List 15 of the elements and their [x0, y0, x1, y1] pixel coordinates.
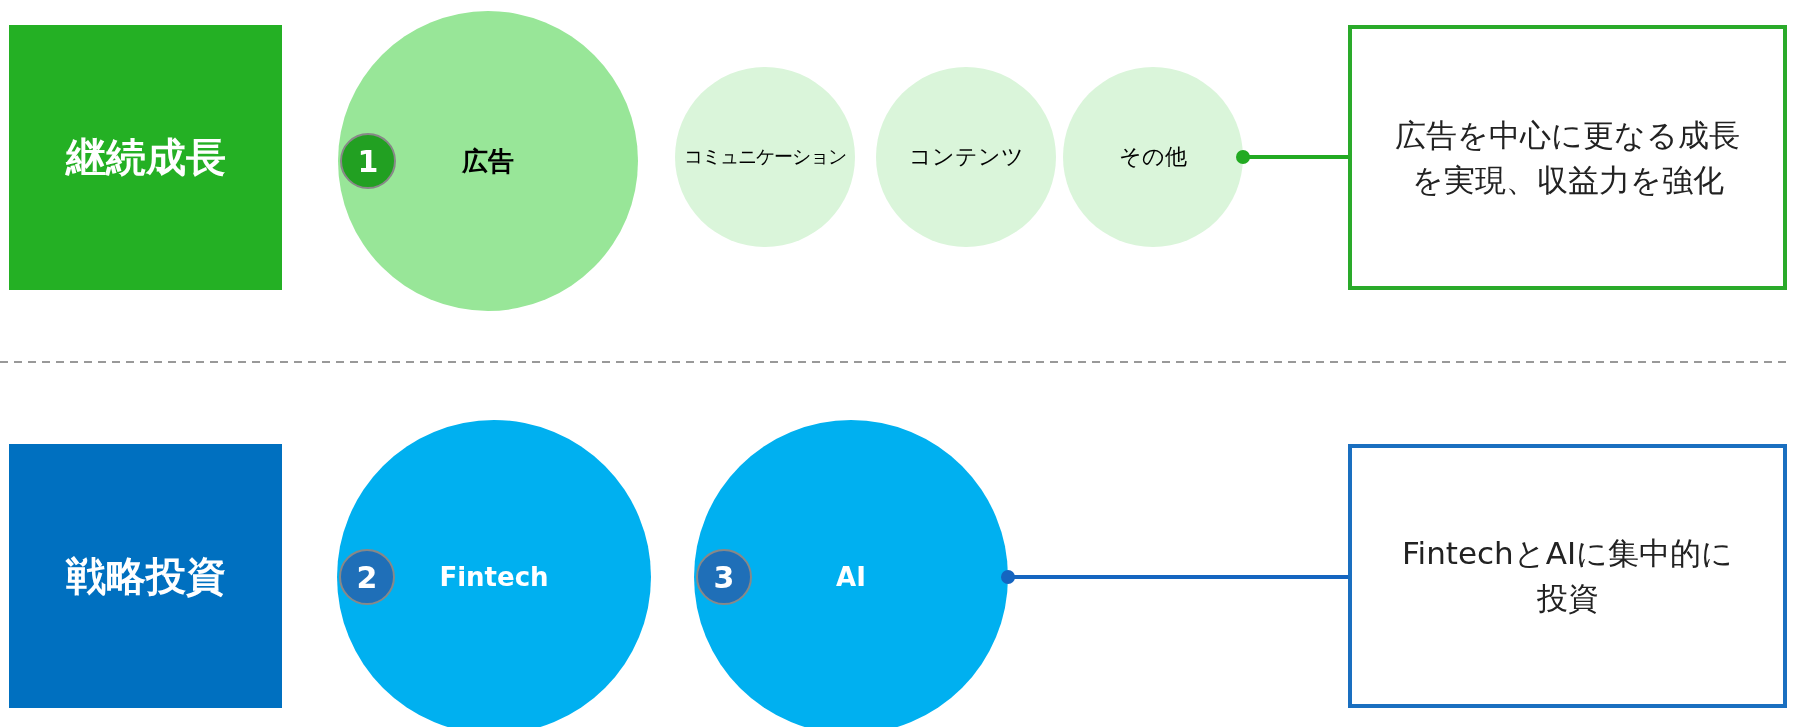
- summary-box: 広告を中心に更なる成長を実現、収益力を強化: [1348, 25, 1787, 290]
- number-badge: 2: [339, 549, 395, 605]
- category-circle: コンテンツ: [876, 67, 1056, 247]
- connector-line: [1001, 570, 1348, 584]
- circle-label: AI: [836, 562, 866, 592]
- category-circle: その他: [1063, 67, 1243, 247]
- heading-box: 継続成長: [9, 25, 282, 290]
- category-circle: コミュニケーション: [675, 67, 855, 247]
- number-badge: 1: [340, 133, 396, 189]
- summary-box: FintechとAIに集中的に投資: [1348, 444, 1787, 708]
- circle-label: 広告: [462, 144, 514, 178]
- number-badge: 3: [696, 549, 752, 605]
- circle-label: Fintech: [439, 562, 549, 592]
- heading-box: 戦略投資: [9, 444, 282, 708]
- connector-line: [1236, 150, 1348, 164]
